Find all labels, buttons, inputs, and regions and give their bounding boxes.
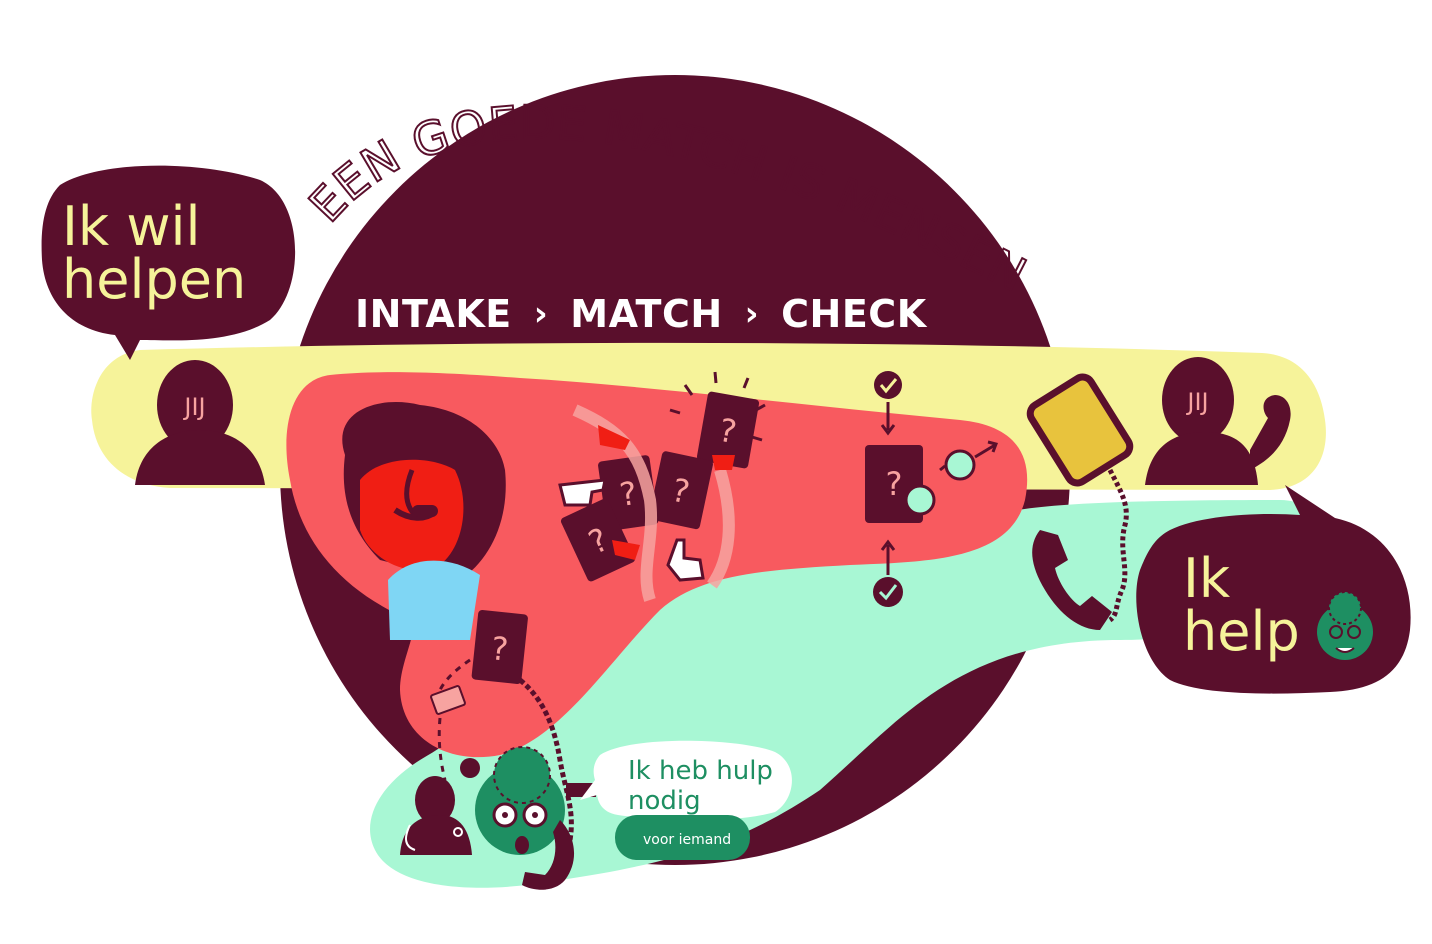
- svg-text:JIJ: JIJ: [1185, 388, 1208, 416]
- step-match: MATCH: [570, 292, 723, 336]
- badge-for-someone-label: voor iemand: [643, 832, 732, 848]
- badge-for-someone: [615, 815, 750, 860]
- bubble-i-help-line2: help: [1183, 600, 1300, 663]
- card-4: ?: [560, 498, 636, 582]
- worried-person: [460, 746, 565, 855]
- bubble-need-help-line2: nodig: [628, 786, 701, 816]
- avatar-green-right: [1317, 591, 1373, 660]
- phone-cord: [518, 678, 574, 841]
- sparkle-lines: [669, 371, 766, 442]
- card-5: ?: [471, 609, 528, 685]
- phone-icon: [1032, 530, 1112, 630]
- person-jij-right: JIJ: [1145, 357, 1291, 485]
- dashed-path: [437, 658, 471, 781]
- mobile-phone-icon: [1026, 373, 1134, 623]
- bubble-want-to-help: [41, 165, 296, 360]
- svg-text:?: ?: [489, 629, 510, 669]
- bubble-want-to-help-line1: Ik wil: [62, 195, 201, 258]
- card-3: ?: [649, 451, 713, 530]
- chevron-right-icon: ›: [744, 294, 760, 334]
- bubble-need-help: [580, 740, 792, 821]
- bubble-need-help-line1: Ik heb hulp: [628, 756, 773, 786]
- operator-shirt: [388, 560, 480, 640]
- step-check: CHECK: [781, 292, 927, 336]
- chevron-right-icon: ›: [533, 294, 549, 334]
- bubble-i-help-line1: Ik: [1183, 547, 1231, 610]
- person-jij-left: JIJ: [135, 360, 265, 485]
- svg-text:JIJ: JIJ: [182, 393, 205, 421]
- whatsapp-icon: [904, 440, 998, 516]
- card-1: ?: [696, 391, 760, 469]
- cursor-hand-icon: [666, 538, 705, 582]
- red-hands: [598, 425, 735, 560]
- svg-text:?: ?: [617, 474, 639, 514]
- check-icon-top: [874, 371, 902, 436]
- pink-strand: [572, 404, 658, 602]
- bubble-want-to-help-line2: helpen: [62, 248, 247, 311]
- envelope-icon: [430, 685, 466, 715]
- process-steps: INTAKE › MATCH › CHECK: [355, 292, 927, 336]
- step-intake: INTAKE: [355, 292, 512, 336]
- doctor-figure: [400, 776, 472, 855]
- svg-text:?: ?: [716, 411, 739, 451]
- pointing-hand-icon: [558, 478, 607, 507]
- headset-icon: [404, 469, 438, 517]
- check-icon-bottom: [873, 539, 903, 607]
- operator-figure: [342, 402, 506, 640]
- pink-strand-2: [707, 468, 735, 589]
- svg-text:?: ?: [886, 465, 903, 503]
- cards-group: ? ? ? ? ? ?: [471, 391, 923, 685]
